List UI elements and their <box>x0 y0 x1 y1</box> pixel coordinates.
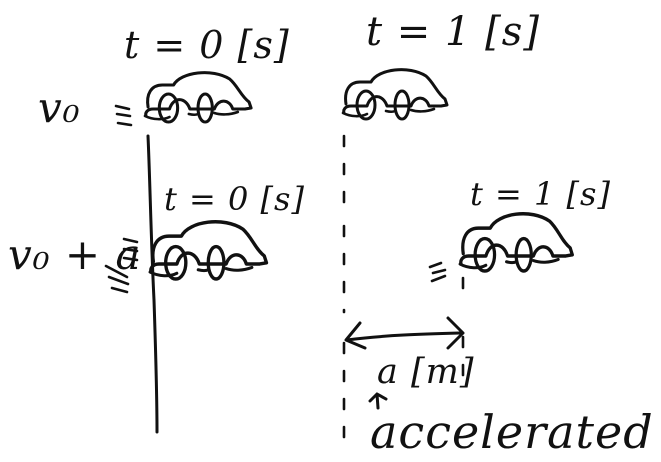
arrow-icon <box>368 392 388 410</box>
car-middle-left <box>148 220 269 281</box>
accelerated-speed-label: v₀ + a <box>8 230 142 279</box>
distance-arrow-left-head <box>344 321 367 350</box>
equals-mark-middle <box>122 237 139 262</box>
distance-arrow-right-head <box>446 316 465 350</box>
distance-arrow-line <box>345 331 464 342</box>
equals-mark-right <box>428 261 447 283</box>
time-label-top-right: t = 1 [s] <box>366 9 540 55</box>
car-top-right <box>341 68 449 121</box>
time-label-top-left: t = 0 [s] <box>124 23 290 67</box>
time-label-middle-left: t = 0 [s] <box>164 180 305 218</box>
car-middle-right <box>458 212 575 273</box>
initial-speed-label: v₀ <box>38 83 81 132</box>
distance-label: a [m] <box>377 352 475 392</box>
car-top-left <box>143 71 253 124</box>
equals-mark-top <box>114 104 133 127</box>
time-label-middle-right: t = 1 [s] <box>470 175 611 213</box>
accelerated-note: accelerated <box>370 405 654 459</box>
left-reference-line <box>146 134 159 434</box>
motion-marks-icon <box>104 264 130 294</box>
